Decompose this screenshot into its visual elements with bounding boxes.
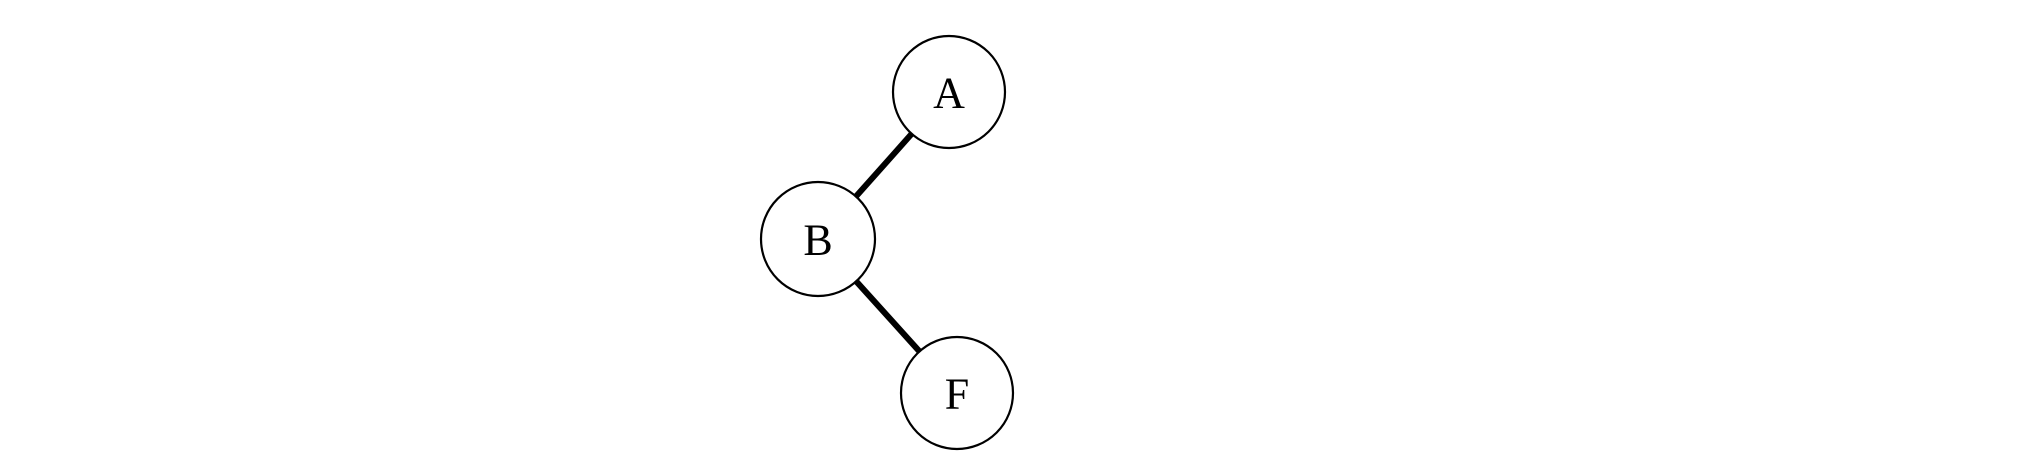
graph-node-label-a: A — [933, 69, 965, 118]
node-layer: A B F — [759, 34, 1015, 451]
graph-node-a[interactable]: A — [891, 34, 1007, 150]
graph-node-label-f: F — [945, 370, 969, 419]
edge-layer — [853, 131, 922, 354]
graph-node-circle-a[interactable] — [891, 34, 1007, 150]
graph-node-circle-b[interactable] — [759, 180, 877, 298]
graph-edge-b-a — [853, 131, 914, 199]
graph-node-circle-f[interactable] — [899, 335, 1015, 451]
graph-node-f[interactable]: F — [899, 335, 1015, 451]
graph-edge-b-f — [853, 279, 922, 354]
graph-node-b[interactable]: B — [759, 180, 877, 298]
graph-node-label-b: B — [803, 216, 832, 265]
